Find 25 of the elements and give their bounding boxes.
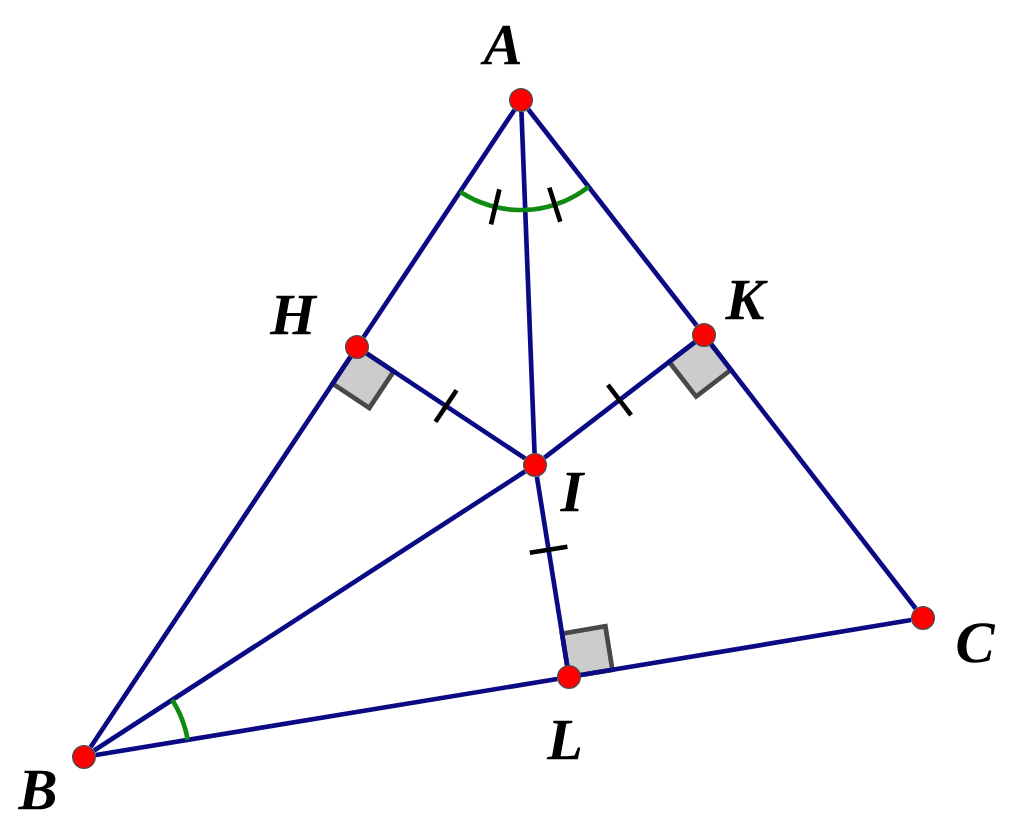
point bbox=[911, 606, 935, 630]
point-label: C bbox=[957, 623, 996, 663]
line-segment bbox=[526, 108, 699, 327]
line-segment bbox=[361, 108, 517, 339]
point bbox=[72, 745, 96, 769]
point bbox=[692, 323, 716, 347]
point-label: A bbox=[480, 25, 521, 65]
point bbox=[345, 335, 369, 359]
line-segment bbox=[534, 476, 570, 666]
point bbox=[523, 453, 547, 477]
line-segment bbox=[88, 355, 353, 749]
line-segment bbox=[709, 343, 918, 610]
point bbox=[557, 665, 581, 689]
line-segment bbox=[580, 617, 912, 678]
point bbox=[509, 88, 533, 112]
point-label: B bbox=[17, 770, 56, 810]
point-label: I bbox=[560, 472, 586, 512]
line-segment bbox=[365, 351, 527, 461]
point-label: L bbox=[546, 720, 581, 760]
line-segment bbox=[519, 111, 537, 454]
line-segment bbox=[95, 676, 558, 758]
point-label: K bbox=[725, 280, 768, 320]
line-segment bbox=[543, 340, 696, 460]
point-label: H bbox=[269, 295, 318, 335]
line-segment bbox=[92, 469, 527, 753]
